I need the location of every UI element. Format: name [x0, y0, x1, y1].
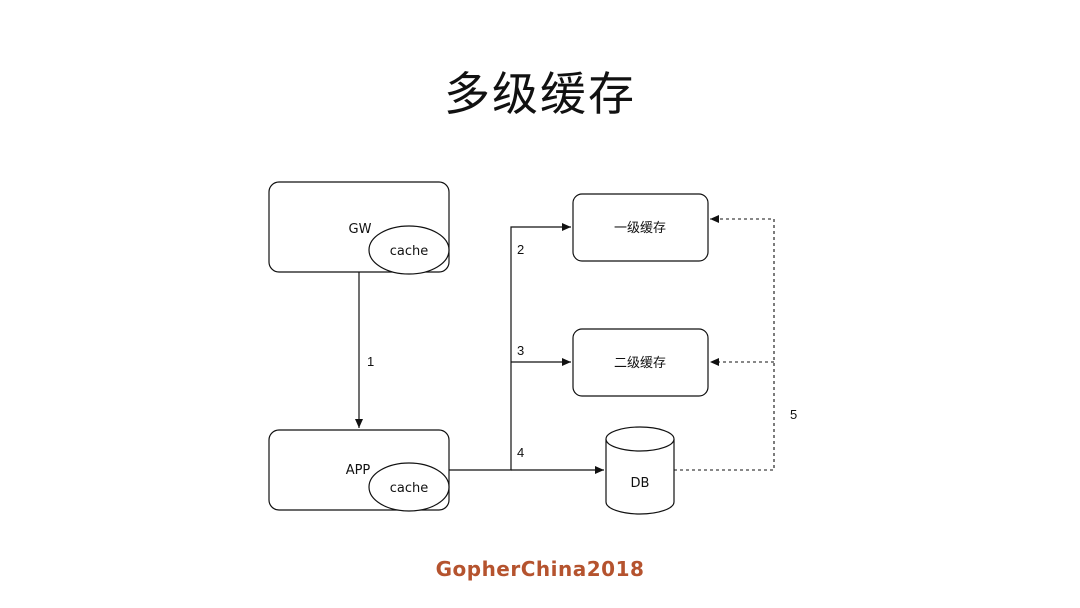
- edge-app-to-db: 4: [511, 445, 604, 474]
- edge-label-3: 3: [517, 343, 524, 358]
- gw-cache-ellipse: [368, 225, 450, 275]
- gw-node: GW cache: [268, 181, 450, 275]
- l1-cache-node: 一级缓存: [572, 193, 709, 262]
- db-label: DB: [631, 476, 650, 491]
- edge-label-5: 5: [790, 407, 797, 422]
- l1-cache-label: 一级缓存: [614, 221, 666, 236]
- app-label: APP: [346, 463, 371, 478]
- edge-label-2: 2: [517, 242, 524, 257]
- footer-brand: GopherChina2018: [435, 557, 645, 581]
- app-cache-ellipse: [368, 462, 450, 512]
- slide-title: 多级缓存: [444, 67, 636, 121]
- gw-cache-label: cache: [390, 244, 429, 259]
- edge-gw-to-app: 1: [355, 272, 374, 428]
- l2-cache-node: 二级缓存: [572, 328, 709, 397]
- edge-db-feedback: 5: [674, 215, 797, 471]
- edge-label-4: 4: [517, 445, 524, 460]
- gw-label: GW: [349, 222, 372, 237]
- app-cache-label: cache: [390, 481, 429, 496]
- app-node: APP cache: [268, 429, 450, 512]
- edge-app-trunk: 2: [449, 223, 571, 471]
- edge-label-1: 1: [367, 354, 374, 369]
- edge-app-to-l2: 3: [511, 343, 571, 366]
- l2-cache-label: 二级缓存: [614, 356, 666, 371]
- db-node: DB: [605, 426, 675, 515]
